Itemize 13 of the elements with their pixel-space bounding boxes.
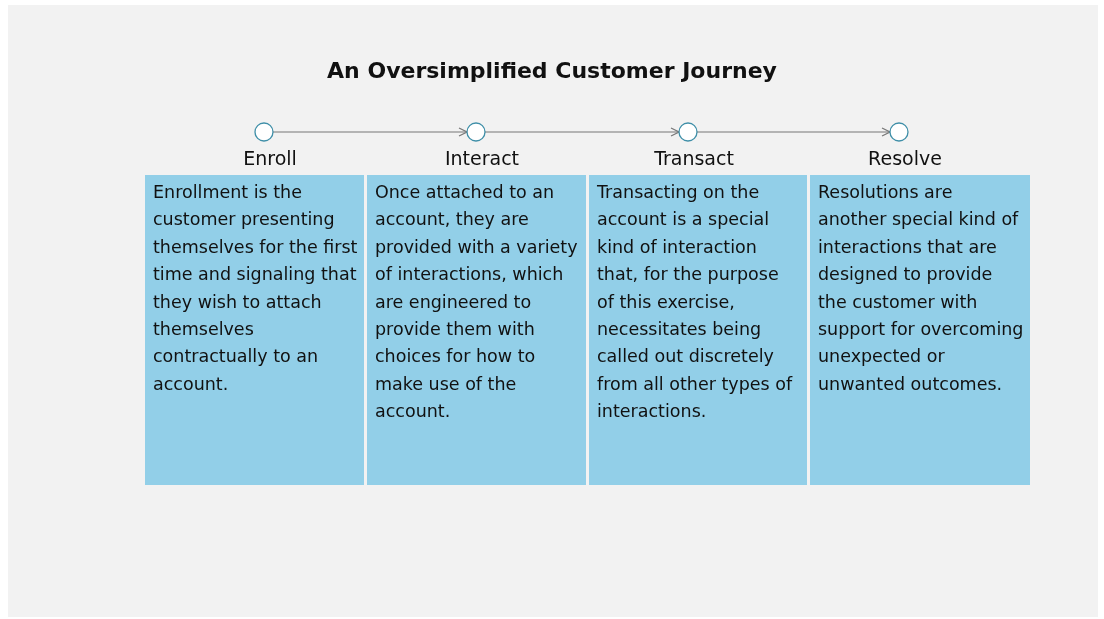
stage-heading: Interact bbox=[444, 147, 520, 169]
stage-heading: Resolve bbox=[868, 147, 942, 169]
title: An Oversimplified Customer Journey bbox=[326, 58, 778, 83]
stage-description-box: Once attached to an account, they are provided with a variety of interactions, which are engineered to provide them with choices for how to make use of the account. bbox=[367, 175, 586, 485]
stage-heading: Transact bbox=[654, 147, 734, 169]
stage-heading: Enroll bbox=[243, 147, 297, 169]
timeline-circle bbox=[678, 122, 698, 142]
stage-description-box: Resolutions are another special kind of interactions that are designed to provide the customer with support for overcoming unexpected or unwanted outcomes. bbox=[810, 175, 1030, 485]
timeline-circle bbox=[889, 122, 909, 142]
timeline-circle bbox=[254, 122, 274, 142]
stage-description-box: Enrollment is the customer presenting themselves for the first time and signaling that they wish to attach themselves contractually to an account. bbox=[145, 175, 364, 485]
stage-description-box: Transacting on the account is a special kind of interaction that, for the purpose of this exercise, necessitates being called out discretely from all other types of interactions. bbox=[589, 175, 807, 485]
timeline-circle bbox=[466, 122, 486, 142]
